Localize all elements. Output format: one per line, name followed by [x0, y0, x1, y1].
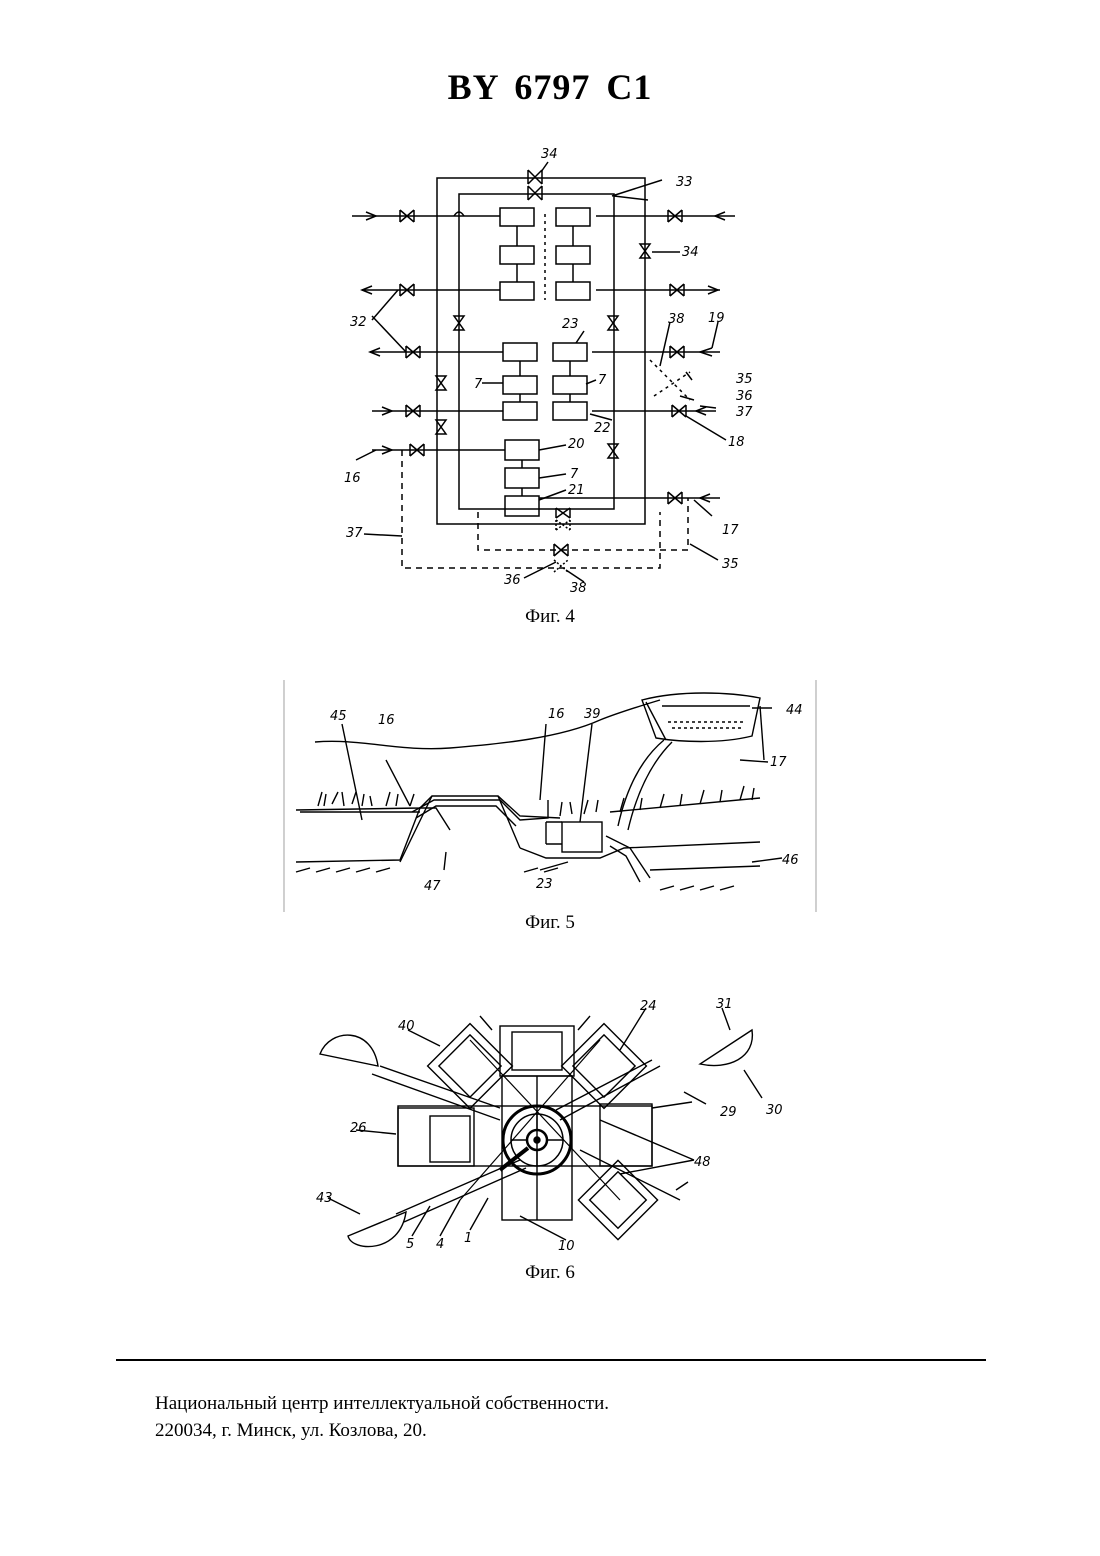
- fig4-label: 17: [722, 523, 739, 538]
- fig6-label: 31: [716, 997, 733, 1012]
- document-title: BY 6797 C1: [0, 66, 1100, 108]
- fig4-label: 38: [570, 581, 587, 596]
- fig4-label: 34: [541, 147, 558, 162]
- figure-6-caption: Фиг. 6: [450, 1262, 650, 1284]
- fig5-label: 39: [584, 707, 601, 722]
- fig6-label: 26: [350, 1121, 367, 1136]
- fig4-label: 18: [728, 435, 745, 450]
- fig4-label: 22: [594, 421, 611, 436]
- fig4-label: 7: [570, 467, 579, 482]
- fig5-label: 23: [536, 877, 553, 892]
- fig4-label: 33: [676, 175, 693, 190]
- fig4-label: 37: [736, 405, 753, 420]
- footer: Национальный центр интеллектуальной собс…: [155, 1390, 609, 1444]
- fig6-label: 40: [398, 1019, 415, 1034]
- fig4-label: 21: [568, 483, 585, 498]
- fig4-label: 7: [598, 373, 607, 388]
- figure-4-drawing: 34 33 34 32 23 38 19 7 7 35 36 37 22 18 …: [330, 138, 770, 606]
- fig6-label: 48: [694, 1155, 711, 1170]
- figure-4-caption: Фиг. 4: [450, 606, 650, 628]
- footer-address: 220034, г. Минск, ул. Козлова, 20.: [155, 1417, 609, 1444]
- footer-organization: Национальный центр интеллектуальной собс…: [155, 1390, 609, 1417]
- fig4-label: 35: [736, 372, 753, 387]
- fig6-label: 10: [558, 1239, 575, 1254]
- footer-divider: [116, 1359, 986, 1361]
- fig5-label: 16: [378, 713, 395, 728]
- figure-5-caption: Фиг. 5: [450, 912, 650, 934]
- fig4-label: 20: [568, 437, 585, 452]
- fig4-label: 23: [562, 317, 579, 332]
- fig5-label: 17: [770, 755, 787, 770]
- fig5-label: 46: [782, 853, 799, 868]
- fig6-label: 29: [720, 1105, 737, 1120]
- fig5-label: 16: [548, 707, 565, 722]
- fig5-label: 44: [786, 703, 803, 718]
- fig4-label: 37: [346, 526, 363, 541]
- fig4-label: 36: [504, 573, 521, 588]
- fig5-label: 47: [424, 879, 441, 894]
- fig4-label: 35: [722, 557, 739, 572]
- fig4-label: 19: [708, 311, 725, 326]
- fig6-label: 1: [464, 1231, 472, 1246]
- fig4-label: 34: [682, 245, 699, 260]
- figure-5-drawing: 45 16 16 39 44 17 47 23 46: [282, 680, 818, 912]
- fig4-label: 32: [350, 315, 367, 330]
- fig4-label: 38: [668, 312, 685, 327]
- fig4-label: 7: [474, 377, 483, 392]
- fig4-label: 16: [344, 471, 361, 486]
- fig6-label: 30: [766, 1103, 783, 1118]
- figure-6-drawing: 40 24 31 26 29 30 48 43 5 4 1 10: [310, 990, 790, 1258]
- fig6-label: 4: [436, 1237, 444, 1252]
- fig6-label: 5: [406, 1237, 414, 1252]
- fig5-label: 45: [330, 709, 347, 724]
- fig6-label: 24: [640, 999, 657, 1014]
- fig4-label: 36: [736, 389, 753, 404]
- fig6-label: 43: [316, 1191, 333, 1206]
